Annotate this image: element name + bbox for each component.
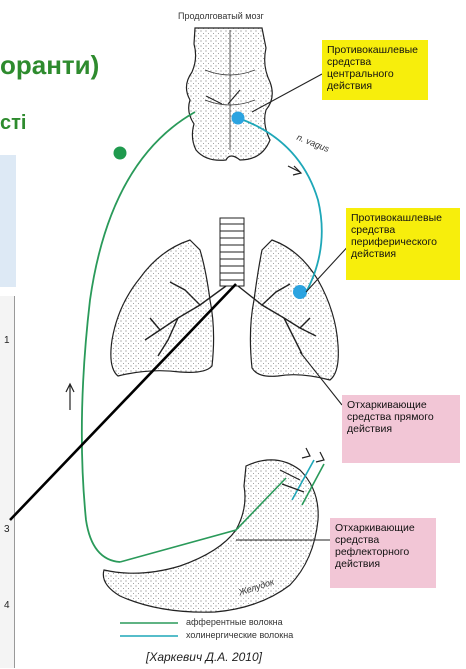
- brain-label: Продолговатый мозг: [178, 11, 264, 21]
- right-lung-shape: [250, 240, 338, 380]
- central-receptor-dot: [232, 112, 245, 125]
- medulla-oblongata-shape: [186, 28, 272, 160]
- peripheral-receptor-dot: [293, 285, 307, 299]
- peripheral-antitussive-box: Противокашлевые средства периферического…: [346, 208, 460, 280]
- direct-expectorant-box: Отхаркивающие средства прямого действия: [342, 395, 460, 463]
- citation: [Харкевич Д.А. 2010]: [146, 650, 262, 664]
- left-lung-shape: [111, 240, 214, 376]
- trachea-shape: [220, 218, 244, 286]
- central-antitussive-box: Противокашлевые средства центрального де…: [322, 40, 428, 100]
- legend-afferent-text: афферентные волокна: [186, 617, 283, 627]
- reflex-expectorant-box: Отхаркивающие средства рефлекторного дей…: [330, 518, 436, 588]
- legend-cholinergic-text: холинергические волокна: [186, 630, 293, 640]
- stomach-shape: [103, 460, 318, 612]
- afferent-receptor-dot: [114, 147, 127, 160]
